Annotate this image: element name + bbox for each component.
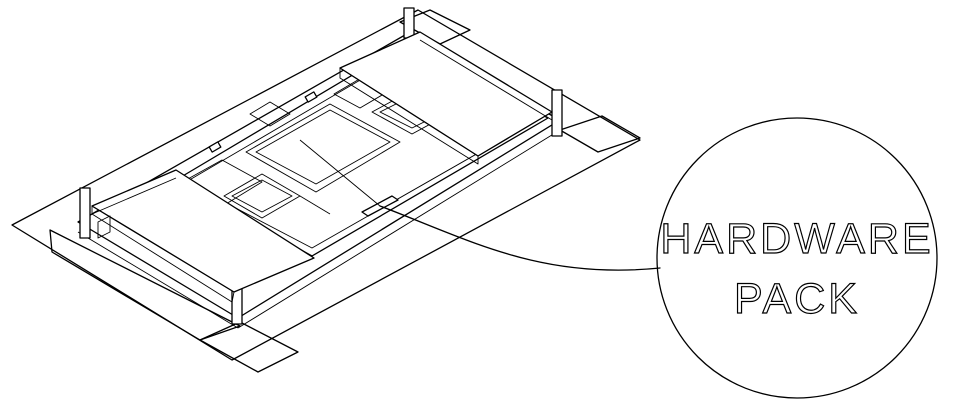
end-cap-right	[339, 31, 553, 165]
panel-large	[245, 103, 401, 193]
carton-flap-bottom	[199, 321, 299, 373]
callout-text-line1: HARDWARE	[660, 215, 933, 263]
carton-flap-right	[559, 115, 641, 153]
callout-text-line2: PACK	[734, 275, 860, 323]
callout-leader	[379, 205, 661, 271]
callout-circle	[656, 117, 938, 399]
corner-posts	[79, 7, 563, 325]
end-cap-left	[91, 169, 315, 303]
